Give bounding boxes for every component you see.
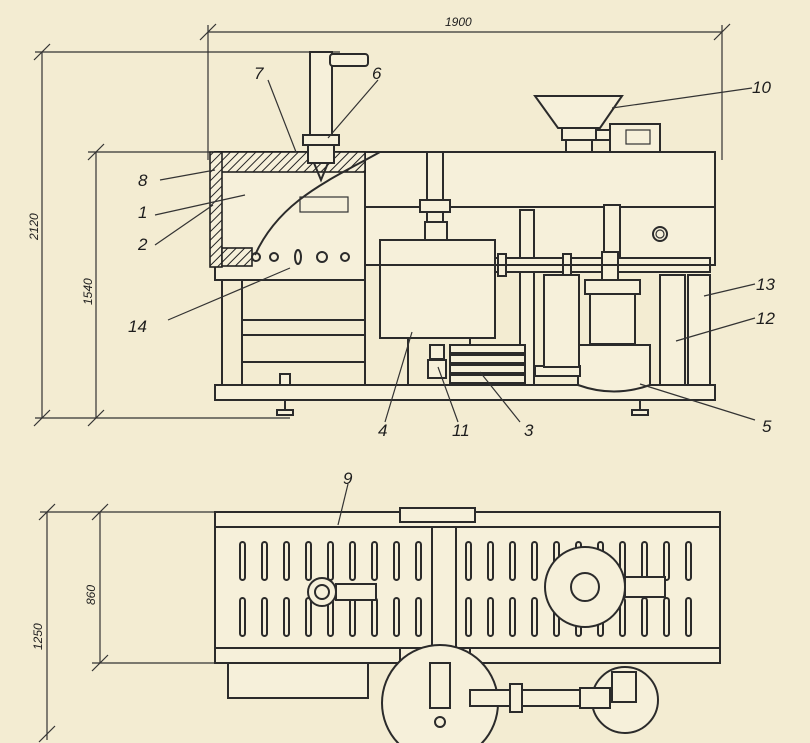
upper-housing (364, 151, 716, 208)
callout-2: 2 (137, 235, 148, 254)
plan-view: 1250 860 9 (31, 469, 721, 743)
callout-9: 9 (343, 469, 353, 488)
frame-panel (659, 274, 686, 386)
leader-lines (154, 79, 756, 423)
callout-4: 4 (378, 421, 387, 440)
callout-1: 1 (138, 203, 147, 222)
dim-overall-width: 1900 (199, 15, 731, 160)
plan-burner-large (544, 546, 666, 628)
grate-slot (663, 597, 670, 637)
dim-label-plan-inner: 860 (84, 585, 98, 605)
grate-slot (305, 541, 312, 581)
grate-slot (261, 541, 268, 581)
dim-label-chamber: 1540 (81, 278, 95, 305)
callout-11: 11 (452, 421, 470, 440)
center-divider (431, 526, 457, 649)
callout-5: 5 (762, 417, 772, 436)
grate-slot (393, 541, 400, 581)
plan-burner-small (307, 577, 377, 607)
grate-slot (531, 541, 538, 581)
leveling-feet (276, 373, 649, 416)
tank (379, 239, 496, 339)
dim-chamber-height: 1540 (81, 143, 225, 427)
burner-row (251, 249, 350, 265)
grate-slot (685, 541, 692, 581)
motor (609, 123, 661, 153)
grate-slot (415, 597, 422, 637)
grate-slot (663, 541, 670, 581)
dim-label-plan-total: 1250 (31, 623, 45, 650)
callout-8: 8 (138, 171, 148, 190)
elevation-view: 1900 2120 1540 (27, 15, 775, 440)
insulation-bottom (221, 247, 253, 267)
viewport (652, 226, 668, 242)
grate-slot (393, 597, 400, 637)
callout-3: 3 (524, 421, 534, 440)
dim-overall-height: 2120 (27, 43, 340, 427)
chamber (209, 151, 381, 281)
insulation-side (209, 151, 223, 268)
hopper (533, 95, 661, 153)
vertical-shaft (302, 51, 369, 183)
callout-14: 14 (128, 317, 147, 336)
grate-slot (371, 541, 378, 581)
grate-slot (239, 541, 246, 581)
grate-slot (487, 597, 494, 637)
grate-slot (685, 597, 692, 637)
callout-6: 6 (372, 64, 382, 83)
grate-left (239, 541, 422, 637)
grate-slot (509, 597, 516, 637)
grate-slot (487, 541, 494, 581)
grate-slot (349, 541, 356, 581)
chamber-curve (254, 151, 381, 256)
grate-slot (531, 597, 538, 637)
grate-slot (283, 597, 290, 637)
grate-slot (283, 541, 290, 581)
insulation-top (214, 151, 366, 173)
grate-slot (509, 541, 516, 581)
dim-plan-total: 1250 (31, 503, 215, 743)
grate-slot (239, 597, 246, 637)
callout-7: 7 (254, 64, 264, 83)
dim-label-width: 1900 (445, 15, 472, 29)
lower-box (227, 662, 369, 699)
roller-bank (449, 344, 526, 384)
callout-10: 10 (752, 78, 771, 97)
cyclone (534, 251, 651, 393)
pump (427, 344, 447, 379)
frame-post (687, 274, 711, 386)
dim-plan-inner: 860 (84, 503, 215, 672)
callout-13: 13 (756, 275, 775, 294)
grate-slot (465, 541, 472, 581)
grate-slot (415, 541, 422, 581)
dim-label-height: 2120 (27, 213, 41, 241)
grate-slot (261, 597, 268, 637)
grate-slot (465, 597, 472, 637)
callout-12: 12 (756, 309, 775, 328)
